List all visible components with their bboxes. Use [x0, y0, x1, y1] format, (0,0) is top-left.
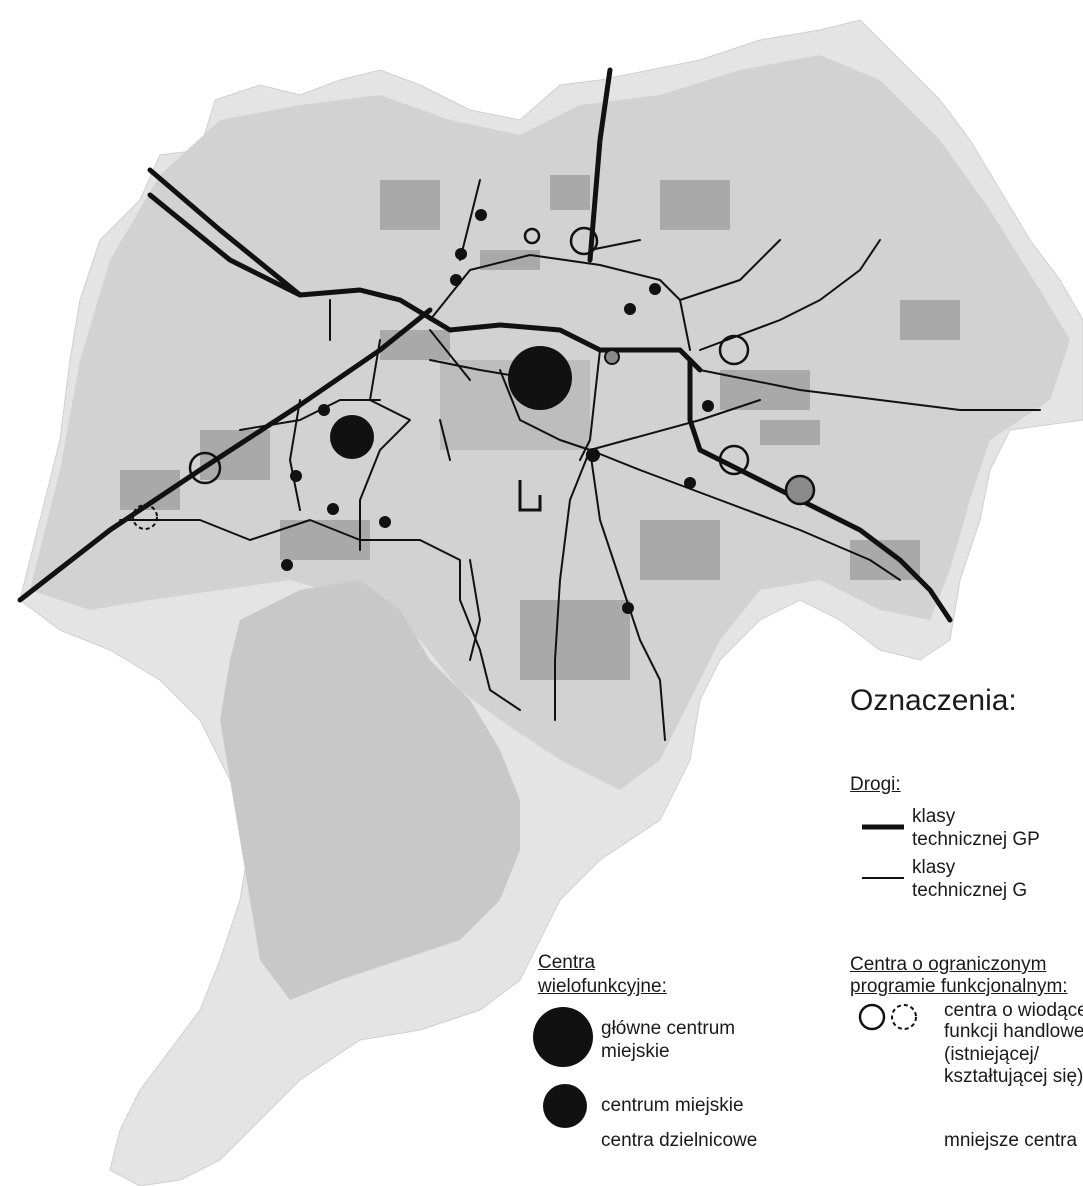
retail-centers — [188, 226, 816, 506]
legend-city-center-symbol — [543, 1084, 587, 1128]
road-gp-north — [587, 67, 613, 263]
legend-limited-heading-1: Centra o ograniczonym — [850, 954, 1047, 975]
legend-title: Oznaczenia: — [850, 684, 1017, 717]
legend-limited-heading-2: programie funkcjonalnym: — [850, 976, 1068, 997]
road-gp-northwest — [147, 192, 303, 298]
railway-hub-marker — [518, 480, 542, 512]
legend-roads-heading: Drogi: — [850, 774, 901, 795]
legend-main-center-symbol — [533, 1007, 593, 1067]
roads-class-gp — [17, 67, 953, 623]
open-area-south — [220, 580, 520, 1000]
smaller-center — [604, 349, 620, 365]
road-gp-southwest — [17, 307, 433, 603]
legend-district-center-label: centra dzielnicowe — [601, 1130, 758, 1151]
legend-city-center-label: centrum miejskie — [601, 1095, 744, 1116]
city-center-west — [330, 415, 374, 459]
legend-main-center-label-1: główne centrum — [601, 1018, 736, 1039]
legend-main-center-label-2: miejskie — [601, 1041, 670, 1062]
legend-multifunctional-heading-2: wielofunkcyjne: — [538, 976, 667, 997]
retail-center-forming — [132, 504, 158, 530]
legend-retail-label-2: funkcji handlowej — [944, 1021, 1083, 1042]
main-city-center — [508, 346, 572, 410]
legend-retail-existing-symbol — [858, 1003, 886, 1031]
legend-smaller-center-label: mniejsze centra — [944, 1130, 1078, 1151]
district-centers — [281, 209, 714, 614]
legend-road-g-label-2: technicznej G — [912, 880, 1028, 901]
road-gp-west-nw — [147, 167, 703, 373]
legend-road-g-label-1: klasy — [912, 857, 956, 878]
legend-retail-label-4: kształtującej się) — [944, 1066, 1083, 1087]
legend-road-gp-label-2: technicznej GP — [912, 829, 1040, 850]
legend-multifunctional-heading-1: Centra — [538, 952, 596, 973]
road-gp-east — [687, 357, 953, 623]
legend-retail-forming-symbol — [891, 1004, 917, 1030]
legend-retail-label-3: (istniejącej/ — [944, 1044, 1040, 1065]
legend-road-gp-label-1: klasy — [912, 806, 956, 827]
legend-retail-label-1: centra o wiodącej — [944, 1000, 1083, 1021]
